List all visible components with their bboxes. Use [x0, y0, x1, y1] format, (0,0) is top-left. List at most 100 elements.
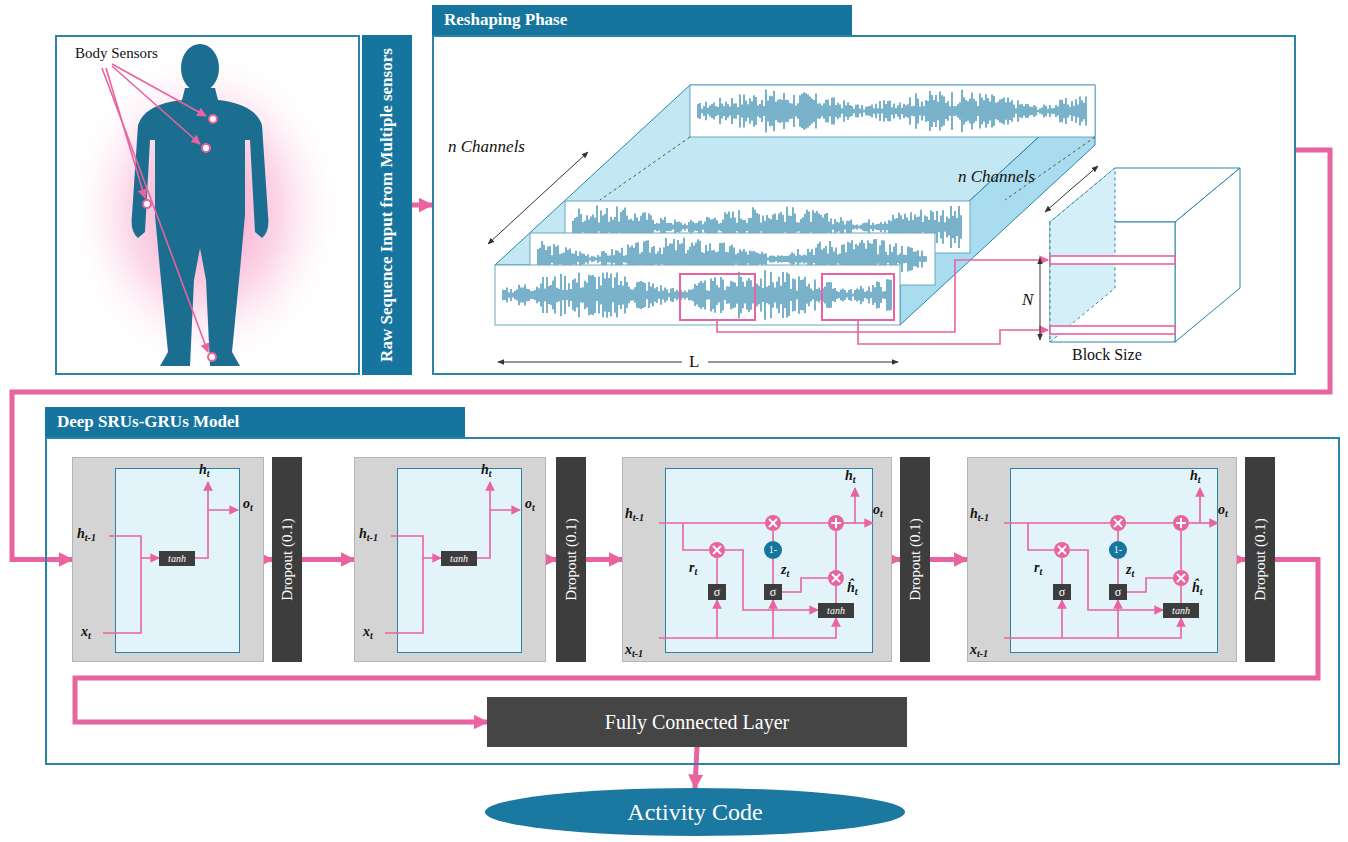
- operator-circle: [709, 542, 725, 558]
- input-band: Raw Sequence Input from Multiple sensors: [362, 35, 412, 375]
- operator-circle: [828, 515, 844, 531]
- block-label: Block Size: [1072, 346, 1142, 364]
- cell-wire: [477, 510, 520, 558]
- cell-wire: [207, 482, 209, 510]
- dimension-label: N: [1022, 291, 1033, 309]
- panel-tab: Reshaping Phase: [432, 5, 852, 35]
- sensor-label: Body Sensors: [75, 45, 158, 62]
- phase-panel: Reshaping Phase: [432, 35, 1296, 375]
- sigma-box: σ: [1053, 584, 1071, 600]
- state-label: ot: [525, 496, 535, 512]
- cell-wire: [1180, 531, 1182, 570]
- window-box: [680, 274, 755, 320]
- sigma-box: σ: [708, 584, 726, 600]
- flow-arrow: [302, 557, 354, 562]
- state-label: rt: [1034, 560, 1042, 576]
- cell-wire: [1004, 522, 1110, 524]
- state-label: rt: [689, 560, 697, 576]
- block-route: [858, 320, 1048, 344]
- sigma-box: σ: [764, 584, 782, 600]
- cell-wire: [683, 523, 709, 550]
- output-label: Activity Code: [627, 799, 762, 826]
- one-minus: 1-: [1109, 541, 1127, 559]
- cell-wire: [1127, 578, 1173, 592]
- cell-wire: [385, 558, 423, 633]
- operator-sign: [831, 518, 841, 528]
- dotted-edges: [600, 137, 1095, 200]
- cell-wire: [1126, 522, 1173, 524]
- dropout-label: Dropout (0.1): [907, 518, 924, 601]
- channel-slab: [690, 85, 1095, 137]
- cell-wire: [772, 600, 774, 638]
- dropout-label: Dropout (0.1): [1252, 518, 1269, 601]
- cell-wire: [772, 559, 774, 584]
- person-head: [181, 44, 219, 92]
- sensor-panel: Body Sensors: [55, 35, 360, 375]
- panel-tab: Deep SRUs-GRUs Model: [45, 407, 465, 437]
- flow-arrow: [1237, 557, 1245, 562]
- cell-wire: [1061, 558, 1063, 584]
- cell-wire: [489, 482, 491, 510]
- cell-wire: [781, 522, 828, 524]
- waveform: [503, 270, 891, 319]
- output-oval: Activity Code: [485, 788, 905, 836]
- dense-layer: Fully Connected Layer: [487, 697, 907, 747]
- block-strip: [1050, 326, 1175, 334]
- state-label: ht-1: [77, 526, 96, 542]
- state-label: ot: [243, 496, 253, 512]
- cell-wire: [659, 522, 765, 524]
- tanh-box: tanh: [441, 551, 477, 566]
- sigma-box: σ: [1109, 584, 1127, 600]
- state-label: xt-1: [970, 642, 988, 658]
- cell-wire: [1199, 488, 1201, 523]
- cube-inner: [1050, 168, 1115, 342]
- sensors: [143, 115, 217, 361]
- cell-wire: [1180, 586, 1182, 603]
- cell-wire: [1117, 531, 1119, 541]
- cell-wire: [1117, 600, 1119, 638]
- one-minus: 1-: [764, 541, 782, 559]
- waveform: [698, 90, 1086, 133]
- channel-slab: [495, 265, 900, 325]
- cell-wire: [844, 522, 873, 524]
- dropout-label: Dropout (0.1): [279, 518, 296, 601]
- operator-circle: [1173, 570, 1189, 586]
- cell-wire: [195, 510, 238, 558]
- cell-wire: [725, 550, 818, 610]
- gru-cell: ht-1htotrtzt1-ĥtσσtanhxt-1: [622, 457, 892, 662]
- state-label: zt: [781, 562, 789, 578]
- cell-wire: [835, 531, 837, 570]
- dimension-arrows: [488, 152, 1098, 362]
- cell-wire: [109, 536, 159, 558]
- operator-circle: [828, 570, 844, 586]
- cell-wiring: [623, 458, 893, 663]
- flow-arrow: [695, 747, 697, 788]
- cell-wire: [716, 600, 718, 638]
- block-strip: [1050, 256, 1175, 264]
- cell-wire: [103, 558, 141, 633]
- cell-wire: [1004, 618, 1181, 638]
- phase-panel: Deep SRUs-GRUs Modelhtht-1otxttanhDropou…: [45, 437, 1340, 765]
- person-body: [132, 88, 269, 366]
- flow-arrow: [586, 557, 622, 562]
- operator-sign: [1177, 574, 1185, 582]
- dropout-layer: Dropout (0.1): [1245, 457, 1275, 662]
- dropout-layer: Dropout (0.1): [900, 457, 930, 662]
- cell-wire: [782, 578, 828, 592]
- sensor-leaders: [102, 64, 208, 352]
- cell-wiring: [968, 458, 1238, 663]
- operator-sign: [1176, 518, 1186, 528]
- tanh-box: tanh: [159, 551, 195, 566]
- cell-wire: [854, 488, 856, 523]
- band-label: Raw Sequence Input from Multiple sensors: [377, 45, 397, 365]
- cube-side: [1175, 168, 1240, 342]
- state-label: xt: [81, 624, 91, 640]
- operator-circle: [1110, 515, 1126, 531]
- state-label: zt: [1126, 562, 1134, 578]
- cell-inner: [1010, 468, 1218, 653]
- operator-circle: [1054, 542, 1070, 558]
- state-label: xt: [363, 624, 373, 640]
- flow-arrow: [546, 557, 556, 562]
- state-label: ĥt: [1192, 580, 1203, 596]
- state-label: ht-1: [970, 506, 989, 522]
